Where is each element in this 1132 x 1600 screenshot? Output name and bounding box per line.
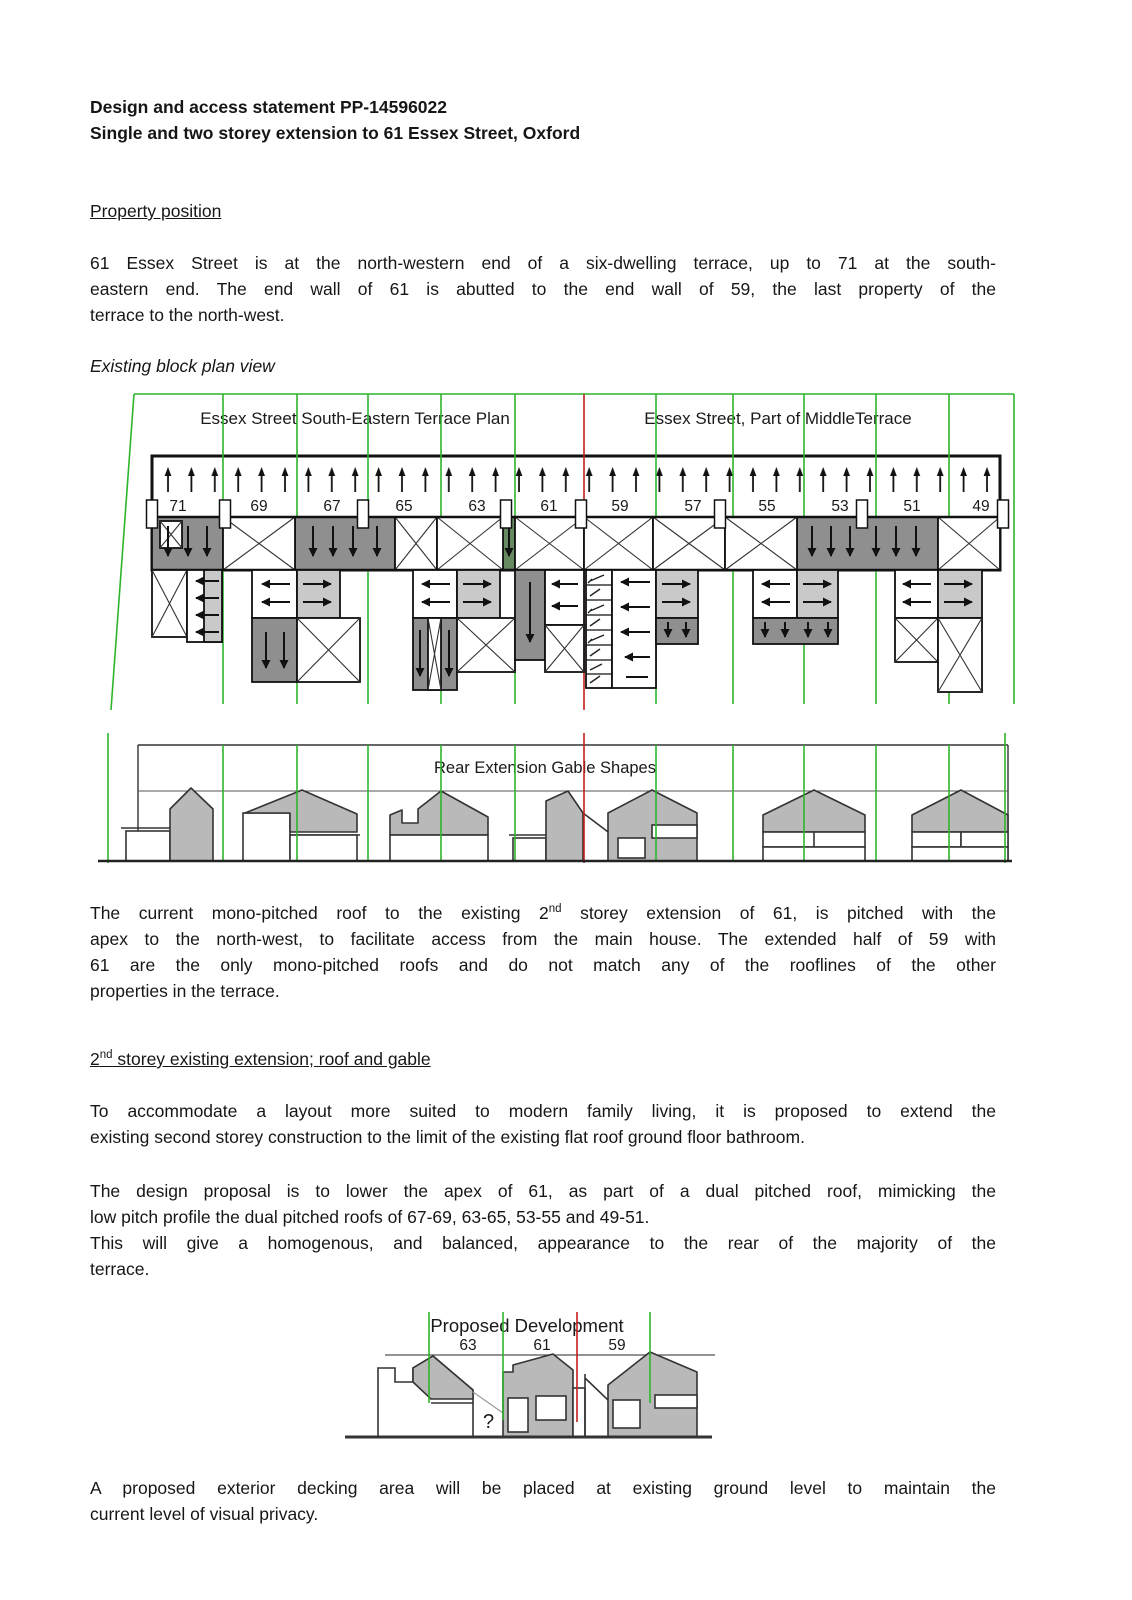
paragraph-line: This will give a homogenous, and balance…: [90, 1233, 996, 1253]
unit-number: 59: [611, 498, 628, 515]
paragraph-line: A proposed exterior decking area will be…: [90, 1478, 996, 1498]
rear-extensions: [151, 569, 983, 693]
paragraph-decking-area: A proposed exterior decking area will be…: [90, 1475, 996, 1527]
paragraph-property-position: 61 Essex Street is at the north-western …: [90, 250, 996, 328]
existing-block-plan-figure: Essex Street South-Eastern Terrace Plan …: [110, 393, 1015, 711]
paragraph-mono-pitched-roof: The current mono-pitched roof to the exi…: [90, 900, 996, 1004]
proposed-boundary-lines: [428, 1312, 651, 1422]
paragraph-line: terrace.: [90, 1259, 150, 1279]
title-line-1: Design and access statement PP-14596022: [90, 97, 447, 117]
caption-existing-block-plan: Existing block plan view: [90, 356, 275, 376]
proposed-unit-numbers: 63 61 59: [459, 1337, 625, 1354]
paragraph-line: 61 Essex Street is at the north-western …: [90, 253, 996, 273]
document-title: Design and access statement PP-14596022 …: [90, 94, 580, 146]
heading-second-storey-extension: 2nd storey existing extension; roof and …: [90, 1049, 431, 1069]
heading-property-position: Property position: [90, 201, 222, 221]
paragraph-line: apex to the north-west, to facilitate ac…: [90, 929, 996, 949]
unit-number: 65: [395, 498, 412, 515]
gable-boundary-lines: [107, 733, 1006, 863]
house-61-elevation: [502, 1353, 574, 1438]
title-line-2: Single and two storey extension to 61 Es…: [90, 123, 581, 143]
unit-number: 63: [459, 1337, 476, 1354]
unit-number: 51: [903, 498, 920, 515]
paragraph-line: existing second storey construction to t…: [90, 1127, 805, 1147]
unit-number: 59: [608, 1337, 625, 1354]
proposed-development-figure: Proposed Development 63 61 59 ?: [345, 1312, 715, 1439]
superscript: nd: [548, 903, 562, 916]
unit-number: 53: [831, 498, 848, 515]
house-63-elevation: [377, 1355, 474, 1438]
boundary-posts: [145, 499, 1010, 529]
unit-number: 55: [758, 498, 775, 515]
proposed-title: Proposed Development: [430, 1315, 623, 1336]
paragraph-line: 61 are the only mono-pitched roofs and d…: [90, 955, 996, 975]
paragraph-accommodate-layout: To accommodate a layout more suited to m…: [90, 1098, 996, 1150]
plan-title-left: Essex Street South-Eastern Terrace Plan: [200, 409, 510, 428]
gable-shapes-figure: Rear Extension Gable Shapes: [98, 733, 1012, 863]
paragraph-line: To accommodate a layout more suited to m…: [90, 1101, 996, 1121]
roof-pitch-arrows: [163, 526, 921, 557]
paragraph-design-proposal: The design proposal is to lower the apex…: [90, 1178, 996, 1282]
house-59-elevation: [572, 1351, 698, 1438]
paragraph-line: current level of visual privacy.: [90, 1504, 319, 1524]
superscript: nd: [99, 1049, 113, 1062]
unit-number: 63: [468, 498, 485, 515]
paragraph-line: eastern end. The end wall of 61 is abutt…: [90, 279, 996, 299]
unit-number: 57: [684, 498, 701, 515]
question-mark: ?: [483, 1411, 494, 1433]
paragraph-line: The design proposal is to lower the apex…: [90, 1181, 996, 1201]
unit-number: 49: [972, 498, 989, 515]
unit-number: 71: [169, 498, 186, 515]
unit-number: 69: [250, 498, 267, 515]
stair-column-59: [585, 569, 613, 689]
paragraph-line: terrace to the north-west.: [90, 305, 285, 325]
link-roof-line: [472, 1391, 504, 1414]
gable-title: Rear Extension Gable Shapes: [434, 759, 656, 777]
unit-number: 61: [533, 1337, 550, 1354]
plan-title-right: Essex Street, Part of MiddleTerrace: [644, 409, 911, 428]
plan-unit-numbers: 71 69 67 65 63 61 59 57 55 53 51 49: [169, 498, 989, 515]
plan-north-arrows: [157, 463, 995, 496]
terrace-buildings: [151, 515, 1001, 572]
unit-number: 61: [540, 498, 557, 515]
paragraph-line: low pitch profile the dual pitched roofs…: [90, 1207, 650, 1227]
paragraph-line: The current mono-pitched roof to the exi…: [90, 903, 996, 923]
paragraph-line: properties in the terrace.: [90, 981, 280, 1001]
unit-number: 67: [323, 498, 340, 515]
gable-elevations: [121, 787, 1009, 862]
